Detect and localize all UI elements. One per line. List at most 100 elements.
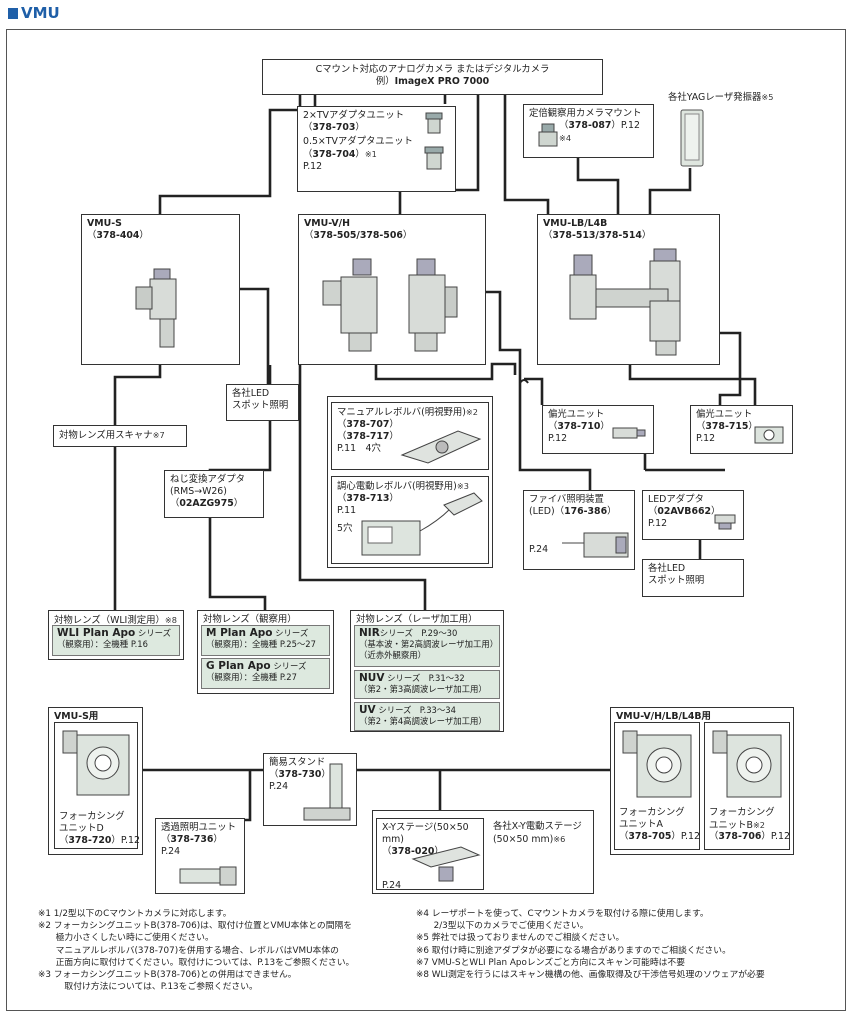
notes-left: ※1 1/2型以下のCマウントカメラに対応します。 ※2 フォーカシングユニット… — [38, 908, 354, 993]
vmu-s-box: VMU-S （378-404） — [81, 214, 240, 365]
stand-name: 簡易スタンド — [269, 757, 326, 768]
led-adapter-box: LEDアダプタ （02AVB662） P.12 — [642, 490, 744, 540]
polarizer-box-2: 偏光ユニット （378-715） P.12 — [690, 405, 793, 454]
manual-revolver-name: マニュアルレボルバ(明視野用) — [337, 407, 466, 418]
fiber-name: ファイバ照明装置 — [529, 494, 604, 505]
focus-d-line1: フォーカシング — [59, 811, 125, 822]
note-right-6: ※8 WLI測定を行うにはスキャン機構の他、画像取得及び干渉信号処理のソウェアが… — [416, 970, 765, 981]
polarizer-1-image — [612, 427, 646, 439]
focus-d-line2: ユニットD — [59, 823, 104, 834]
note-right-5: ※7 VMU-SとWLI Plan Apoレンズごと方向にスキャン可能時は不要 — [416, 957, 686, 968]
manual-revolver-holes: 4穴 — [365, 443, 381, 454]
led-adapter-image — [714, 514, 736, 530]
xy-motor-stage: 各社X-Y電動ステージ (50×50 mm)※6 — [488, 818, 592, 858]
xy-stage-name: X-Yステージ(50×50 mm) — [382, 822, 469, 845]
uv-series: シリーズ — [378, 705, 412, 715]
camera-example-prefix: 例） — [375, 76, 395, 87]
tv-adapter-05x-name: 0.5×TVアダプタユニット — [303, 136, 413, 147]
tv-adapter-note: ※1 — [364, 149, 377, 159]
led-adapter-code: 02AVB662 — [657, 506, 712, 517]
scanner-name: 対物レンズ用スキャナ — [59, 430, 153, 441]
focus-b-image — [712, 730, 782, 798]
yag-label: 各社YAGレーザ発振器※5 — [668, 91, 773, 104]
focus-b-note: ※2 — [752, 820, 766, 830]
camera-box: Cマウント対応のアナログカメラ またはデジタルカメラ 例）ImageX PRO … — [262, 59, 603, 95]
uv-name: UV — [359, 704, 376, 716]
motor-revolver-code: 378-713 — [346, 493, 390, 504]
note-right-2: 2/3型以下のカメラでご使用ください。 — [416, 921, 589, 932]
trans-illum-box: 透過照明ユニット （378-736） P.24 — [155, 818, 245, 894]
camera-line1: Cマウント対応のアナログカメラ またはデジタルカメラ — [315, 64, 550, 75]
for-vmu-vh-header: VMU-V/H/LB/L4B用 — [616, 711, 711, 722]
m-plan-apo-desc: （観察用）：全機種 — [206, 639, 278, 649]
g-plan-apo-name: G Plan Apo — [206, 660, 271, 672]
focus-b-code: 378-706 — [718, 831, 762, 842]
fixed-mount-box: 定倍観察用カメラマウント （378-087）P.12 ※4 — [523, 104, 654, 158]
nir-desc1: （基本波・第2高調波レーザ加工用） — [359, 639, 499, 649]
wli-plan-apo-series: シリーズ — [137, 628, 171, 638]
objective-wli-note: ※8 — [164, 615, 177, 625]
fiber-spec: (LED) — [529, 506, 555, 517]
tv-adapter-image — [424, 112, 444, 170]
m-plan-apo-item: M Plan Apo シリーズ （観察用）：全機種 P.25～27 — [201, 625, 330, 656]
trans-illum-page: P.24 — [161, 846, 181, 857]
focus-a-image — [622, 730, 692, 798]
manual-revolver-box: マニュアルレボルバ(明視野用)※2 （378-707） （378-717） P.… — [331, 402, 489, 470]
focus-a-box: フォーカシング ユニットA （378-705）P.12 — [614, 722, 700, 850]
yag-laser-image — [680, 109, 704, 167]
uv-desc1: （第2・第4高調波レーザ加工用） — [359, 716, 487, 726]
screw-adapter-name: ねじ変換アダプタ — [170, 474, 246, 485]
camera-model: ImageX PRO 7000 — [394, 76, 490, 87]
note-right-4: ※6 取付け時に別途アダプタが必要になる場合がありますのでご相談ください。 — [416, 945, 731, 956]
manual-revolver-code2: 378-717 — [346, 431, 390, 442]
screw-adapter-code: 02AZG975 — [179, 498, 234, 509]
motor-revolver-note: ※3 — [456, 481, 469, 491]
vmu-lb-box: VMU-LB/L4B （378-513/378-514） — [537, 214, 720, 365]
xy-stage-page: P.24 — [382, 880, 402, 891]
vmu-lb-image — [569, 248, 681, 356]
xy-stage-code: 378-020 — [391, 846, 435, 857]
note-left-3: 極力小さくしたい時にご使用ください。 — [38, 933, 214, 944]
fixed-mount-code: 378-087 — [568, 120, 612, 131]
led-spot-box-2: 各社LED スポット照明 — [642, 559, 744, 597]
motor-revolver-page: P.11 — [337, 505, 357, 516]
wli-plan-apo-page: P.16 — [130, 639, 148, 649]
note-left-7: 取付け方法については、P.13をご参照ください。 — [38, 982, 258, 993]
vmu-vh-name: VMU-V/H — [304, 218, 350, 229]
fiber-image — [562, 532, 629, 558]
uv-item: UV シリーズ P.33～34 （第2・第4高調波レーザ加工用） — [354, 702, 500, 731]
stand-box: 簡易スタンド （378-730） P.24 — [263, 753, 357, 826]
motor-revolver-image — [361, 492, 483, 556]
nuv-desc1: （第2・第3高調波レーザ加工用） — [359, 684, 487, 694]
tv-adapter-2x-name: 2×TVアダプタユニット — [303, 110, 404, 121]
m-plan-apo-name: M Plan Apo — [206, 627, 273, 639]
screw-adapter-spec: (RMS→W26) — [170, 486, 227, 497]
polarizer-box-1: 偏光ユニット （378-710） P.12 — [542, 405, 654, 454]
nir-name: NIR — [359, 627, 380, 639]
notes-right: ※4 レーザポートを使って、Cマウントカメラを取付ける際に使用します。 2/3型… — [416, 908, 765, 981]
manual-revolver-note: ※2 — [465, 407, 478, 417]
g-plan-apo-item: G Plan Apo シリーズ （観察用）：全機種 P.27 — [201, 658, 330, 689]
note-left-5: 正面方向に取付けてください。取付けについては、P.13をご参照ください。 — [38, 957, 355, 968]
objective-obs-header: 対物レンズ（観察用） — [203, 614, 297, 625]
polarizer-2-name: 偏光ユニット — [696, 409, 753, 420]
wli-plan-apo-name: WLI Plan Apo — [57, 627, 136, 639]
fiber-box: ファイバ照明装置 (LED)（176-386） P.24 — [523, 490, 635, 570]
stand-image — [303, 763, 351, 821]
scanner-note: ※7 — [152, 430, 165, 440]
polarizer-2-image — [754, 426, 784, 444]
polarizer-2-page: P.12 — [696, 433, 716, 444]
note-right-1: ※4 レーザポートを使って、Cマウントカメラを取付ける際に使用します。 — [416, 909, 709, 919]
nir-item: NIRシリーズ P.29～30 （基本波・第2高調波レーザ加工用） （近赤外観察… — [354, 625, 500, 667]
m-plan-apo-series: シリーズ — [275, 628, 309, 638]
focus-d-box: フォーカシング ユニットD （378-720）P.12 — [54, 722, 140, 849]
for-vmu-s-header: VMU-S用 — [54, 711, 99, 722]
nir-desc2: （近赤外観察用） — [359, 650, 426, 660]
focus-b-box: フォーカシング ユニットB※2 （378-706）P.12 — [704, 722, 790, 850]
vmu-s-image — [135, 268, 177, 348]
nir-page: P.29～30 — [421, 628, 458, 638]
led-spot-2-line2: スポット照明 — [648, 575, 705, 586]
focus-d-image — [62, 730, 130, 796]
focus-d-code: 378-720 — [68, 835, 112, 846]
